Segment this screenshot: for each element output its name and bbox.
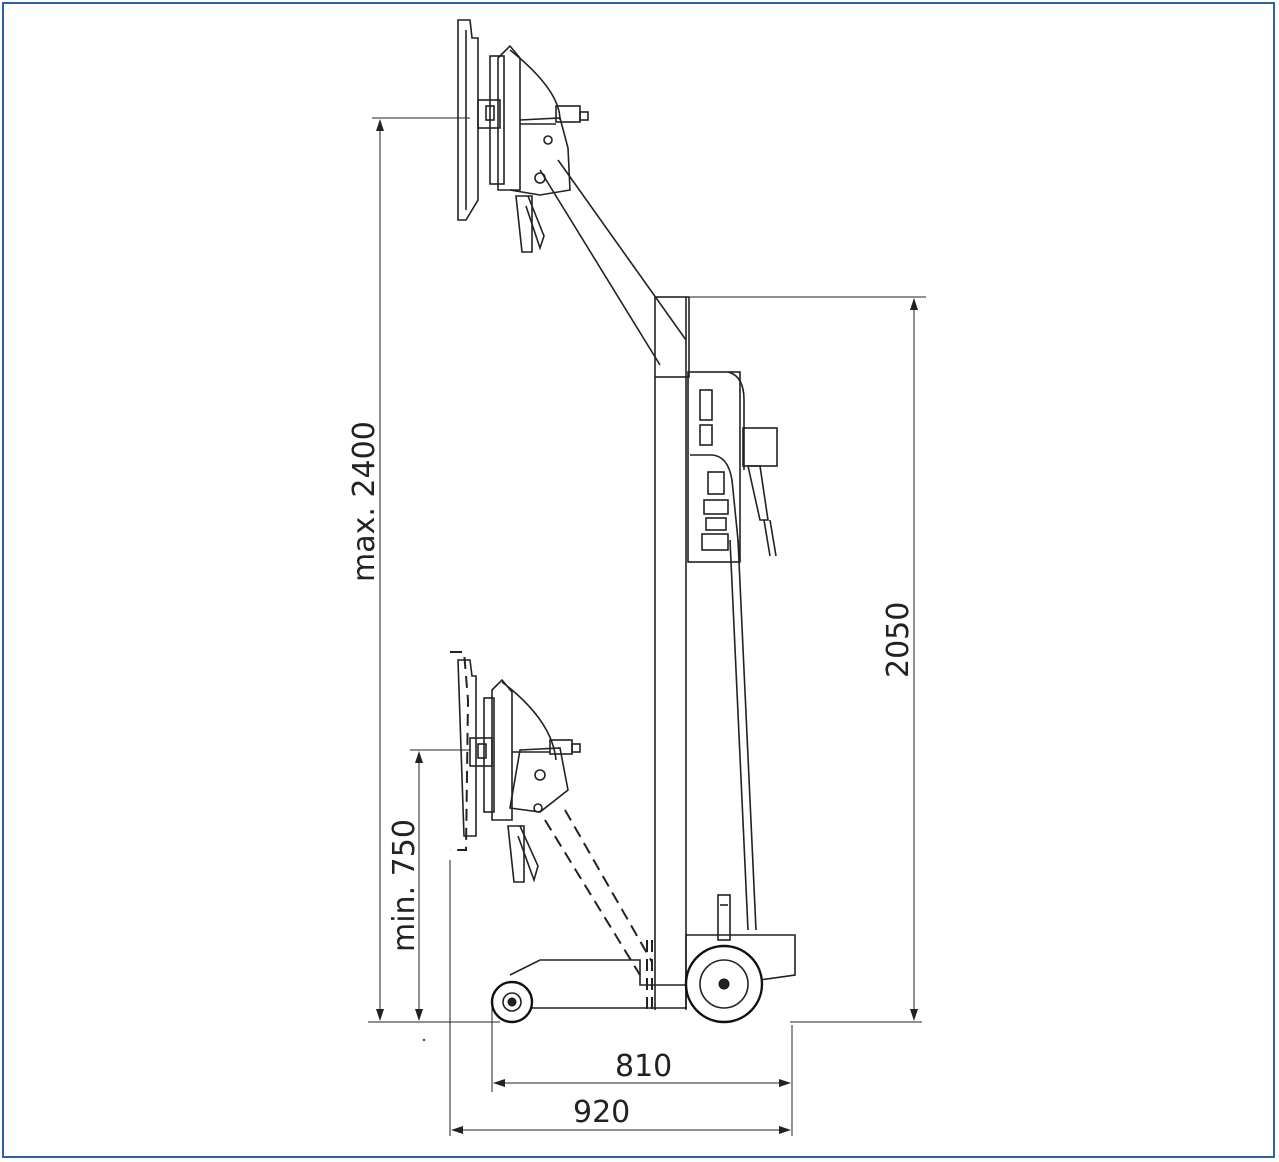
- min-height-label: min. 750: [387, 819, 422, 952]
- dimension-inner-base: 810: [491, 1000, 793, 1136]
- dimension-min-height: min. 750: [387, 749, 470, 1021]
- max-height-label: max. 2400: [347, 421, 382, 582]
- dimension-mast-height: 2050: [690, 296, 926, 1023]
- inner-base-label: 810: [615, 1049, 672, 1084]
- dimension-overall-base: 920: [449, 860, 791, 1136]
- arm-lowered: [450, 651, 653, 1010]
- mast: [654, 296, 757, 1010]
- dimension-max-height: max. 2400: [347, 117, 500, 1023]
- control-unit: [687, 371, 778, 563]
- mast-height-label: 2050: [881, 602, 916, 678]
- stray-mark: [422, 1038, 426, 1042]
- chassis: [490, 894, 796, 1024]
- arm-raised: [457, 19, 687, 366]
- overall-base-label: 920: [573, 1095, 630, 1130]
